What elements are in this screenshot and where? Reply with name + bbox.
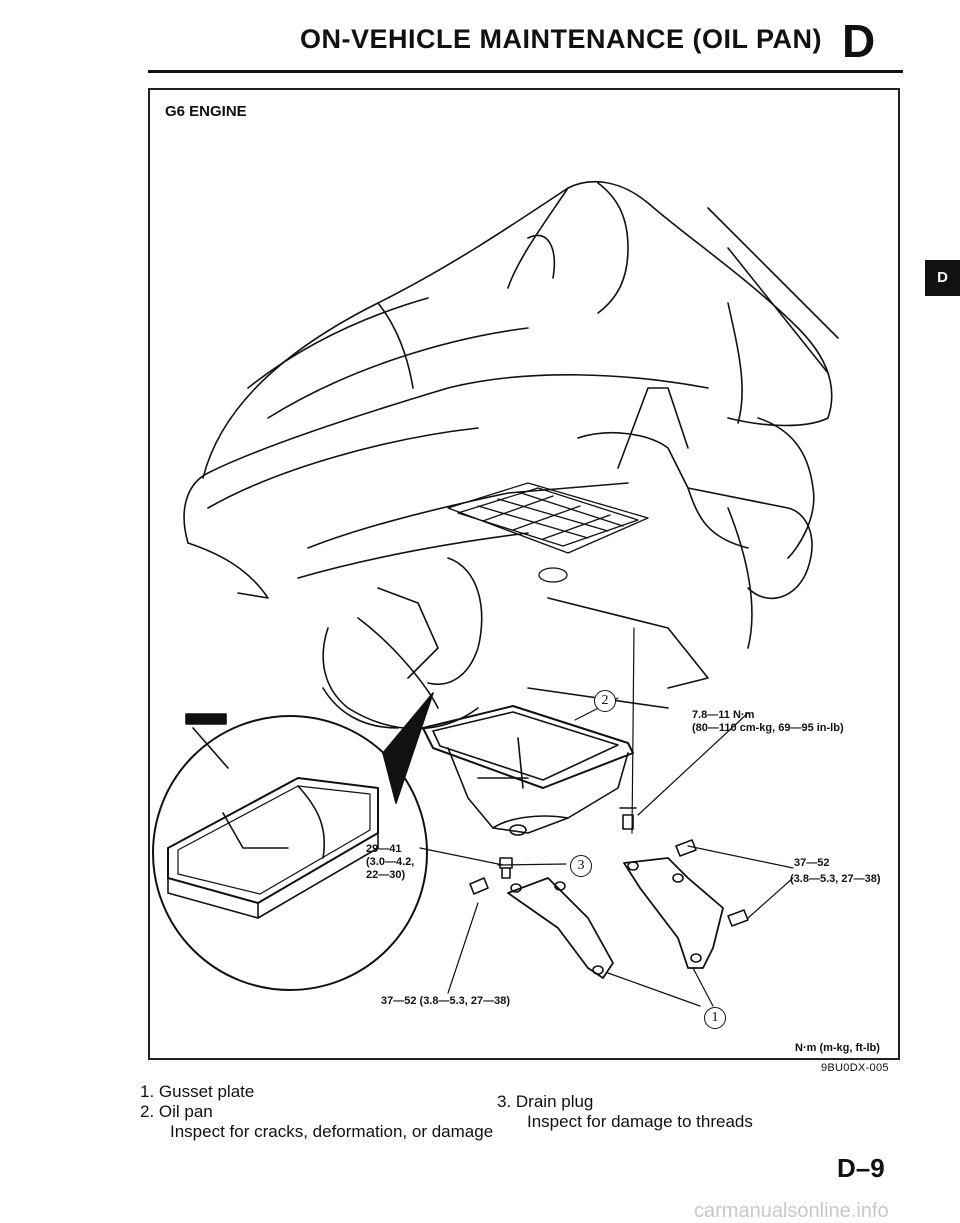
page-title: ON-VEHICLE MAINTENANCE (OIL PAN) <box>300 24 822 54</box>
figure-code: 9BU0DX-005 <box>821 1062 889 1074</box>
callout-drain-plug: 3 <box>570 855 592 877</box>
legend-oil-pan-note: Inspect for cracks, deformation, or dama… <box>170 1122 494 1141</box>
torque-drain-plug-line2: (3.0—4.2, <box>366 856 415 868</box>
legend-right: 3. Drain plug Inspect for damage to thre… <box>497 1092 753 1132</box>
legend-item-oil-pan: 2. Oil pan <box>140 1102 213 1121</box>
gusset-plate-left <box>507 877 614 979</box>
footer-watermark-url: carmanualsonline.info <box>694 1200 889 1222</box>
exploded-oil-pan <box>422 705 634 836</box>
oil-pan-illustration <box>152 180 839 1007</box>
title-rule <box>148 70 903 73</box>
gusset-plate-right <box>623 857 724 969</box>
page-number: D–9 <box>837 1153 885 1183</box>
torque-pan-bolts: 7.8—11 N·m (80—110 cm-kg, 69—95 in-lb) <box>692 709 844 735</box>
vehicle-body <box>183 180 839 599</box>
leader-lines <box>419 627 794 1007</box>
legend-drain-plug-note: Inspect for damage to threads <box>527 1112 753 1131</box>
section-letter: D <box>842 15 876 67</box>
torque-pan-bolts-line1: 7.8—11 N·m <box>692 709 755 721</box>
legend-item-gusset-plate: 1. Gusset plate <box>140 1082 255 1101</box>
torque-drain-plug-line3: 22—30) <box>366 869 406 881</box>
unit-note: N·m (m-kg, ft-lb) <box>795 1042 880 1054</box>
callout-gusset-plate: 1 <box>704 1007 726 1029</box>
drain-plug <box>499 857 513 879</box>
torque-gusset-right-values: (3.8—5.3, 27—38) <box>790 873 881 885</box>
installed-oil-pan <box>447 482 649 583</box>
sealant-detail-circle <box>152 692 434 991</box>
callout-oil-pan: 2 <box>594 690 616 712</box>
legend-item-drain-plug: 3. Drain plug <box>497 1092 594 1111</box>
torque-pan-bolts-line2: (80—110 cm-kg, 69—95 in-lb) <box>692 722 844 734</box>
legend-left: 1. Gusset plate 2. Oil pan Inspect for c… <box>140 1082 493 1142</box>
torque-drain-plug-line1: 29—41 <box>366 843 402 855</box>
torque-gusset-right-line1: 37—52 <box>794 857 830 869</box>
chassis <box>297 387 815 730</box>
section-tab: D <box>925 260 960 296</box>
figure-frame <box>148 88 900 1060</box>
engine-label: G6 ENGINE <box>165 103 247 120</box>
bolts <box>469 807 749 927</box>
torque-gusset-right: 37—52 <box>794 857 829 870</box>
torque-drain-plug: 29—41 (3.0—4.2, 22—30) <box>366 843 414 882</box>
torque-gusset-left: 37—52 (3.8—5.3, 27—38) <box>381 995 511 1007</box>
